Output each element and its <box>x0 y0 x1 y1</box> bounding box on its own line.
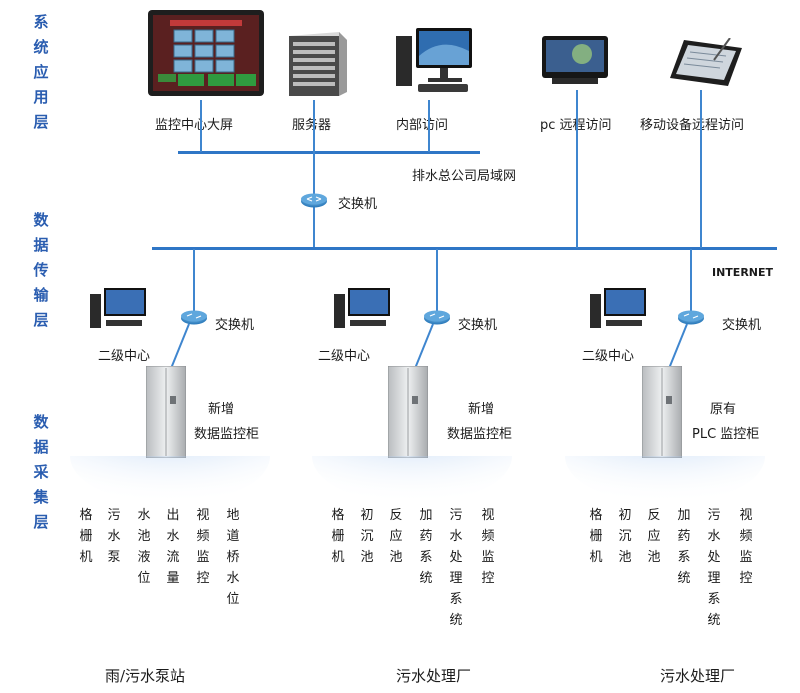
site2-name: 污水处理厂 <box>396 667 472 685</box>
site1-item-1: 污水泵 <box>107 508 121 565</box>
device-label-server: 服务器 <box>292 118 332 133</box>
link-internal-access <box>428 100 430 152</box>
site3-item-5: 视频监控 <box>739 508 753 586</box>
link-switch-cabinet-site2 <box>414 323 434 368</box>
main-switch-label: 交换机 <box>338 197 378 212</box>
site1-item-3: 出水流量 <box>166 508 180 586</box>
site1-item-5: 地道桥水位 <box>226 508 240 607</box>
site2-item-4: 污水处理系统 <box>449 508 463 628</box>
site1-cabinet-label-2: 数据监控柜 <box>194 427 260 442</box>
site1-switch-icon <box>181 310 207 325</box>
big-screen-icon <box>148 10 264 96</box>
link-bus-site2 <box>436 249 438 311</box>
device-label-mobile-remote: 移动设备远程访问 <box>640 118 745 133</box>
site3-item-3: 加药系统 <box>677 508 691 586</box>
layer-title-app: 系统应用层 <box>33 13 49 131</box>
main-switch-icon <box>301 193 327 208</box>
site1-pc-icon <box>90 288 146 328</box>
site3-switch-icon <box>678 310 704 325</box>
site2-item-2: 反应池 <box>389 508 403 565</box>
layer-title-transport: 数据传输层 <box>33 211 49 329</box>
site1-name: 雨/污水泵站 <box>105 667 186 685</box>
desktop-pc-icon <box>396 28 472 92</box>
site3-item-4: 污水处理系统 <box>707 508 721 628</box>
site2-pc-icon <box>334 288 390 328</box>
server-icon <box>289 32 347 96</box>
link-mobile-remote <box>700 90 702 248</box>
site1-cabinet-icon <box>146 366 186 458</box>
site1-item-0: 格栅机 <box>79 508 93 565</box>
link-bus-site3 <box>690 249 692 311</box>
site3-cabinet-icon <box>642 366 682 458</box>
link-pc-remote <box>576 90 578 248</box>
site1-cabinet-label-1: 新增 <box>208 402 235 417</box>
lan-label: 排水总公司局域网 <box>412 169 517 184</box>
site2-item-1: 初沉池 <box>360 508 374 565</box>
lan-bus-line <box>178 151 480 154</box>
site3-item-1: 初沉池 <box>618 508 632 565</box>
site3-item-2: 反应池 <box>647 508 661 565</box>
link-switch-cabinet-site3 <box>668 323 688 368</box>
site1-center-label: 二级中心 <box>98 349 151 364</box>
site2-item-5: 视频监控 <box>481 508 495 586</box>
site3-cabinet-label-2: PLC 监控柜 <box>692 427 760 442</box>
site1-switch-label: 交换机 <box>215 318 255 333</box>
site2-switch-label: 交换机 <box>458 318 498 333</box>
site2-switch-icon <box>424 310 450 325</box>
site3-pc-icon <box>590 288 646 328</box>
site3-item-0: 格栅机 <box>589 508 603 565</box>
device-label-internal-access: 内部访问 <box>396 118 449 133</box>
link-server <box>313 100 315 152</box>
site3-glow <box>565 456 765 504</box>
site2-item-0: 格栅机 <box>331 508 345 565</box>
site1-item-2: 水池液位 <box>137 508 151 586</box>
site2-cabinet-label-1: 新增 <box>468 402 495 417</box>
site1-item-4: 视频监控 <box>196 508 210 586</box>
all-in-one-pc-icon <box>542 36 608 84</box>
transport-bus-line <box>152 247 777 250</box>
site2-cabinet-icon <box>388 366 428 458</box>
tablet-icon <box>670 38 742 86</box>
site2-cabinet-label-2: 数据监控柜 <box>447 427 513 442</box>
device-label-pc-remote: pc 远程访问 <box>540 118 612 133</box>
link-switch-cabinet-site1 <box>170 323 190 368</box>
internet-label: INTERNET <box>712 266 774 279</box>
layer-title-collect: 数据采集层 <box>33 413 49 531</box>
device-label-big-screen: 监控中心大屏 <box>155 118 234 133</box>
site2-item-3: 加药系统 <box>419 508 433 586</box>
site2-center-label: 二级中心 <box>318 349 371 364</box>
site3-cabinet-label-1: 原有 <box>710 402 737 417</box>
link-big-screen <box>200 100 202 152</box>
site3-switch-label: 交换机 <box>722 318 762 333</box>
site3-center-label: 二级中心 <box>582 349 635 364</box>
link-bus-site1 <box>193 249 195 311</box>
site2-glow <box>312 456 512 504</box>
site1-glow <box>70 456 270 504</box>
site3-name: 污水处理厂 <box>660 667 736 685</box>
